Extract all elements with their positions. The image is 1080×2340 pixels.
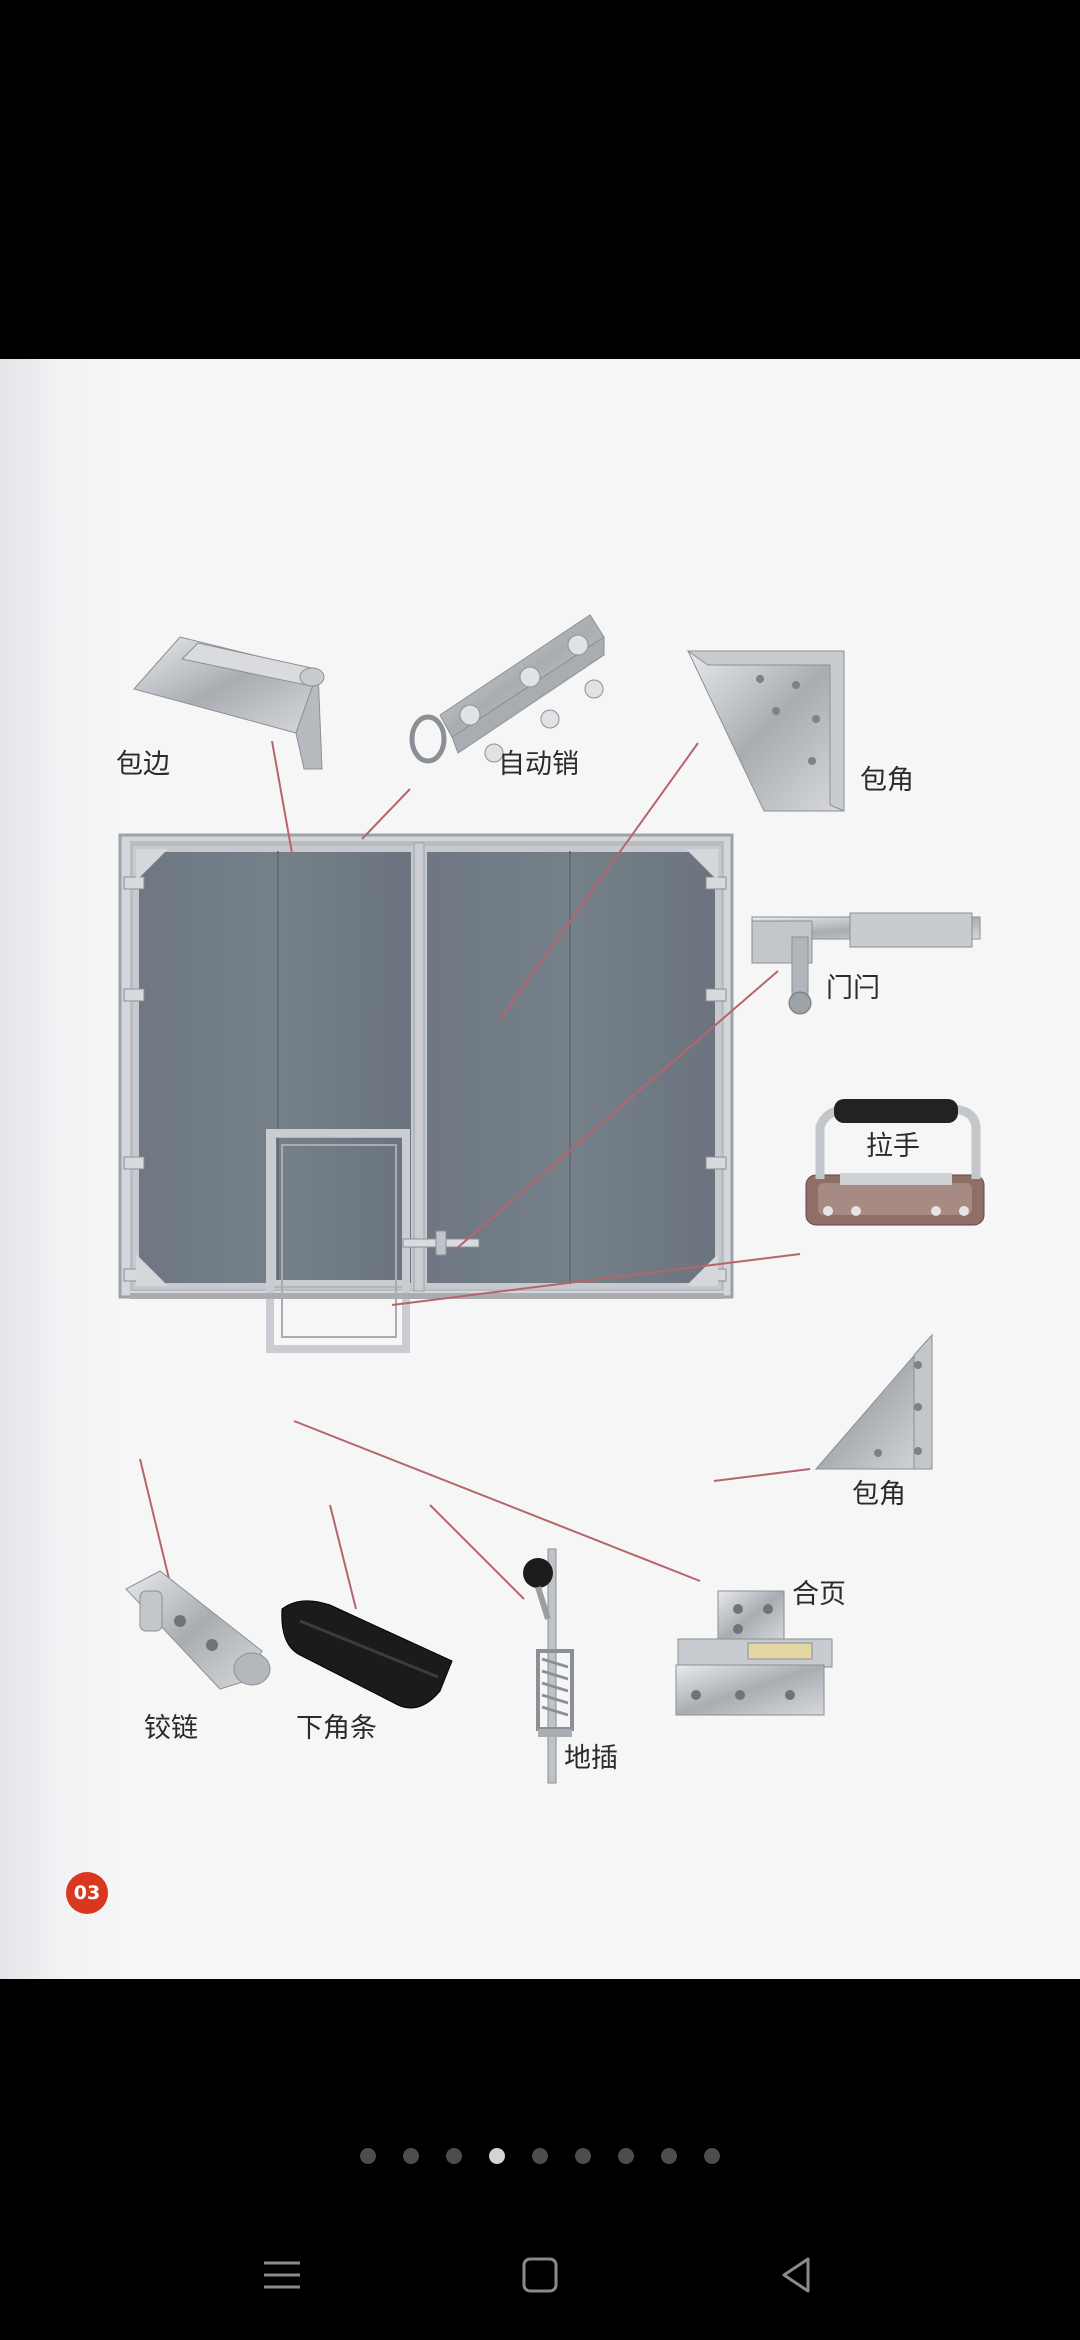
carousel-dot[interactable] bbox=[704, 2148, 720, 2164]
label-hinge-strap: 铰链 bbox=[144, 1713, 198, 1744]
hinge-strap-part bbox=[125, 1570, 271, 1690]
leader-lines bbox=[139, 740, 811, 1610]
carousel-dot-active[interactable] bbox=[489, 2148, 505, 2164]
door-frame bbox=[118, 833, 734, 1353]
system-navigation-bar bbox=[0, 2220, 1080, 2330]
carousel-indicator bbox=[0, 2148, 1080, 2168]
hinge-part bbox=[675, 1590, 833, 1716]
page-number-badge: 03 bbox=[66, 1872, 108, 1914]
label-corner-top: 包角 bbox=[860, 765, 914, 796]
floor-bolt-part bbox=[523, 1548, 574, 1784]
door-diagram bbox=[118, 614, 985, 1784]
label-floor-bolt: 地插 bbox=[564, 1743, 618, 1774]
bottom-strip-part bbox=[281, 1600, 453, 1709]
product-image[interactable]: 包边 自动销 包角 门闩 拉手 包角 合页 铰链 下角条 地插 03 bbox=[0, 359, 1080, 1979]
label-auto-pin: 自动销 bbox=[498, 749, 579, 780]
label-hinge: 合页 bbox=[792, 1579, 846, 1610]
back-button[interactable] bbox=[766, 2250, 826, 2300]
corner-plate-bottom-part bbox=[814, 1333, 933, 1470]
label-corner-bottom: 包角 bbox=[852, 1479, 906, 1510]
label-handle: 拉手 bbox=[866, 1131, 920, 1162]
carousel-dot[interactable] bbox=[532, 2148, 548, 2164]
carousel-dot[interactable] bbox=[575, 2148, 591, 2164]
label-edge-profile: 包边 bbox=[116, 749, 170, 780]
handle-part bbox=[805, 1099, 985, 1226]
auto-pin-part bbox=[409, 614, 605, 764]
carousel-dot[interactable] bbox=[403, 2148, 419, 2164]
carousel-dot[interactable] bbox=[360, 2148, 376, 2164]
carousel-dot[interactable] bbox=[618, 2148, 634, 2164]
triangle-back-icon bbox=[782, 2257, 810, 2293]
latch-part bbox=[751, 912, 981, 1015]
home-button[interactable] bbox=[510, 2250, 570, 2300]
label-bottom-strip: 下角条 bbox=[296, 1713, 377, 1744]
corner-plate-top-part bbox=[686, 650, 845, 812]
menu-button[interactable] bbox=[252, 2250, 312, 2300]
label-latch: 门闩 bbox=[826, 973, 880, 1004]
carousel-dot[interactable] bbox=[661, 2148, 677, 2164]
menu-icon bbox=[264, 2261, 300, 2289]
edge-profile-part bbox=[133, 636, 325, 770]
square-home-icon bbox=[522, 2257, 558, 2293]
carousel-dot[interactable] bbox=[446, 2148, 462, 2164]
